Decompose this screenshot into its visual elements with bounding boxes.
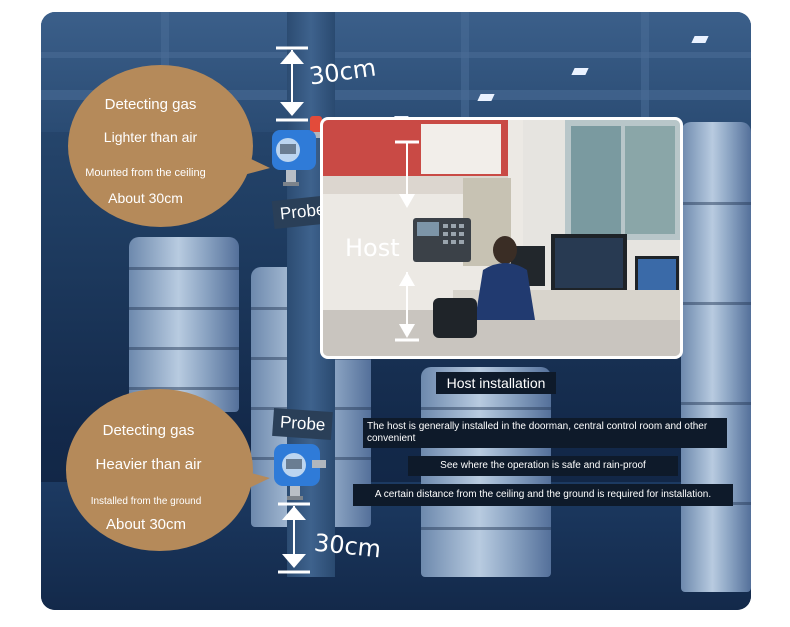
gas-detector-icon: [272, 116, 324, 186]
bubble-tail: [232, 468, 270, 496]
dimension-arrow-top: [276, 46, 308, 122]
bubble-bottom-line4: About 30cm: [105, 516, 187, 533]
control-room-scene: [323, 120, 680, 356]
dimension-arrow-bottom: [278, 502, 310, 574]
gas-detector-icon: [274, 444, 326, 500]
bubble-top-line2: Lighter than air: [103, 129, 198, 145]
bubble-top-line3: Mounted from the ceiling: [85, 167, 206, 179]
bubble-bottom-line1: Detecting gas: [102, 422, 195, 439]
bubble-bottom-line2: Heavier than air: [95, 456, 202, 473]
control-room-photo: Host: [320, 117, 683, 359]
bubble-bottom-line3: Installed from the ground: [90, 496, 202, 507]
info-line-2: See where the operation is safe and rain…: [408, 456, 678, 476]
info-line-3: A certain distance from the ceiling and …: [353, 484, 733, 506]
info-line-1: The host is generally installed in the d…: [363, 418, 727, 448]
host-installation-title: Host installation: [436, 372, 556, 394]
ceiling-beam: [41, 52, 751, 58]
storage-tank: [129, 237, 239, 412]
bubble-top-line4: About 30cm: [108, 190, 183, 206]
ceiling-beam: [461, 12, 469, 132]
bubble-top-line1: Detecting gas: [104, 96, 197, 113]
ceiling-beam: [41, 90, 751, 100]
bubble-lighter-gas: [68, 65, 253, 227]
photo-host-label: Host: [345, 234, 400, 262]
storage-tank: [681, 122, 751, 592]
ceiling-beam: [641, 12, 649, 132]
probe-label-bottom: Probe: [272, 407, 334, 441]
bubble-heavier-gas: [66, 389, 253, 551]
bubble-tail: [232, 150, 270, 178]
